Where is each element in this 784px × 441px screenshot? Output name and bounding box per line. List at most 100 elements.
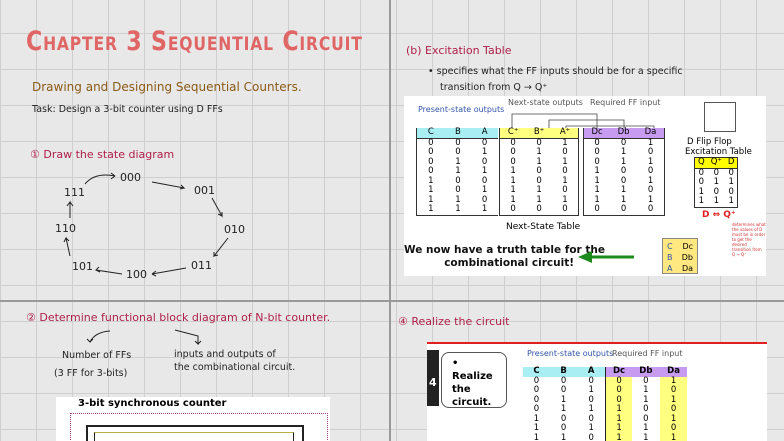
table-cell: 0 — [510, 204, 516, 214]
table-cell: 0 — [560, 413, 567, 424]
table-cell: 0 — [536, 204, 542, 214]
table-cell: 1 — [594, 185, 600, 195]
table-cell: 1 — [594, 166, 600, 176]
table-cell: 0 — [660, 423, 687, 434]
table-cell: 1 — [510, 194, 516, 205]
table-cell: 1 — [533, 423, 540, 433]
table-cell: 1 — [713, 196, 719, 206]
counter-figure: 3-bit synchronous counter — [56, 397, 330, 441]
section-subtitle: Drawing and Designing Sequential Counter… — [32, 80, 302, 94]
table-cell: 1 — [536, 156, 542, 167]
handwritten-note: determines what the values of D must be … — [732, 222, 766, 257]
table-cell: 1 — [620, 185, 627, 195]
table-cell: 0 — [562, 147, 568, 157]
table-cell: 0 — [643, 375, 649, 386]
table-cell: 0 — [533, 404, 540, 414]
table-cell: 1 — [643, 432, 649, 441]
realize-figure: 4 • Realize the circuit. Present-state o… — [427, 342, 767, 441]
next-state-label: Next-state outputs — [508, 98, 583, 107]
table-cell: 1 — [536, 194, 542, 205]
note-ffs: Number of FFs — [62, 350, 132, 361]
table-cell: 0 — [620, 204, 627, 214]
required-ff-label: Required FF input — [590, 98, 661, 107]
table-cell: 1 — [510, 166, 516, 176]
table-cell: 0 — [428, 147, 434, 157]
step1-heading: ① Draw the state diagram — [30, 148, 175, 161]
table-cell: 0 — [510, 137, 516, 148]
table-cell: 0 — [588, 394, 594, 405]
note-io-detail: the combinational circuit. — [174, 362, 296, 373]
table-cell: 1 — [428, 175, 434, 186]
table-cell: 1 — [660, 376, 687, 386]
table-cell: 1 — [533, 432, 540, 441]
table-cell: 1 — [428, 194, 434, 205]
table-cell: 0 — [533, 394, 540, 405]
table-cell: 0 — [647, 166, 654, 176]
state-100: 100 — [126, 268, 147, 281]
table-caption: Next-State Table — [506, 222, 581, 232]
table-cell: 1 — [510, 175, 516, 186]
table-cell: 0 — [562, 185, 568, 195]
state-110: 110 — [55, 222, 76, 235]
table-row: 0 1 1 — [417, 166, 499, 177]
table-cell: 0 — [481, 137, 488, 148]
table-cell: 1 — [481, 147, 488, 157]
table-cell: 1 — [643, 423, 649, 433]
table-cell: 0 — [698, 167, 705, 178]
table-cell: 0 — [594, 204, 600, 214]
table-cell: 1 — [660, 433, 687, 441]
table-cell: 1 — [698, 186, 705, 197]
table-cell: 1 — [455, 166, 461, 176]
present-state-label: Present-state outputs — [418, 105, 505, 114]
table-cell: 0 — [428, 166, 434, 176]
table-cell: 0 — [560, 423, 567, 433]
state-111: 111 — [64, 186, 85, 199]
table-cell: 0 — [660, 385, 687, 396]
table-cell: 1 — [620, 156, 627, 167]
table-cell: 1 — [560, 404, 567, 414]
table-cell: 1 — [605, 433, 633, 441]
table-cell: 0 — [620, 175, 627, 186]
table-cell: 1 — [455, 156, 461, 167]
table-cell: 1 — [620, 147, 627, 157]
table-cell: 1 — [562, 156, 568, 167]
table-cell: 0 — [428, 156, 434, 167]
table-cell: 1 — [594, 175, 600, 186]
state-000: 000 — [120, 171, 141, 184]
step4-heading: ④ Realize the circuit — [398, 315, 510, 328]
note-io: inputs and outputs of — [174, 349, 276, 360]
table-cell: 1 — [647, 156, 654, 167]
table-cell: 0 — [455, 137, 461, 148]
table-cell: 1 — [643, 385, 649, 395]
green-arrow-icon — [578, 251, 634, 263]
table-cell: 1 — [481, 166, 488, 176]
table-cell: 1 — [698, 196, 705, 206]
table-cell: 1 — [647, 175, 654, 186]
table-cell: 0 — [728, 186, 734, 197]
table-cell: 0 — [533, 385, 540, 395]
